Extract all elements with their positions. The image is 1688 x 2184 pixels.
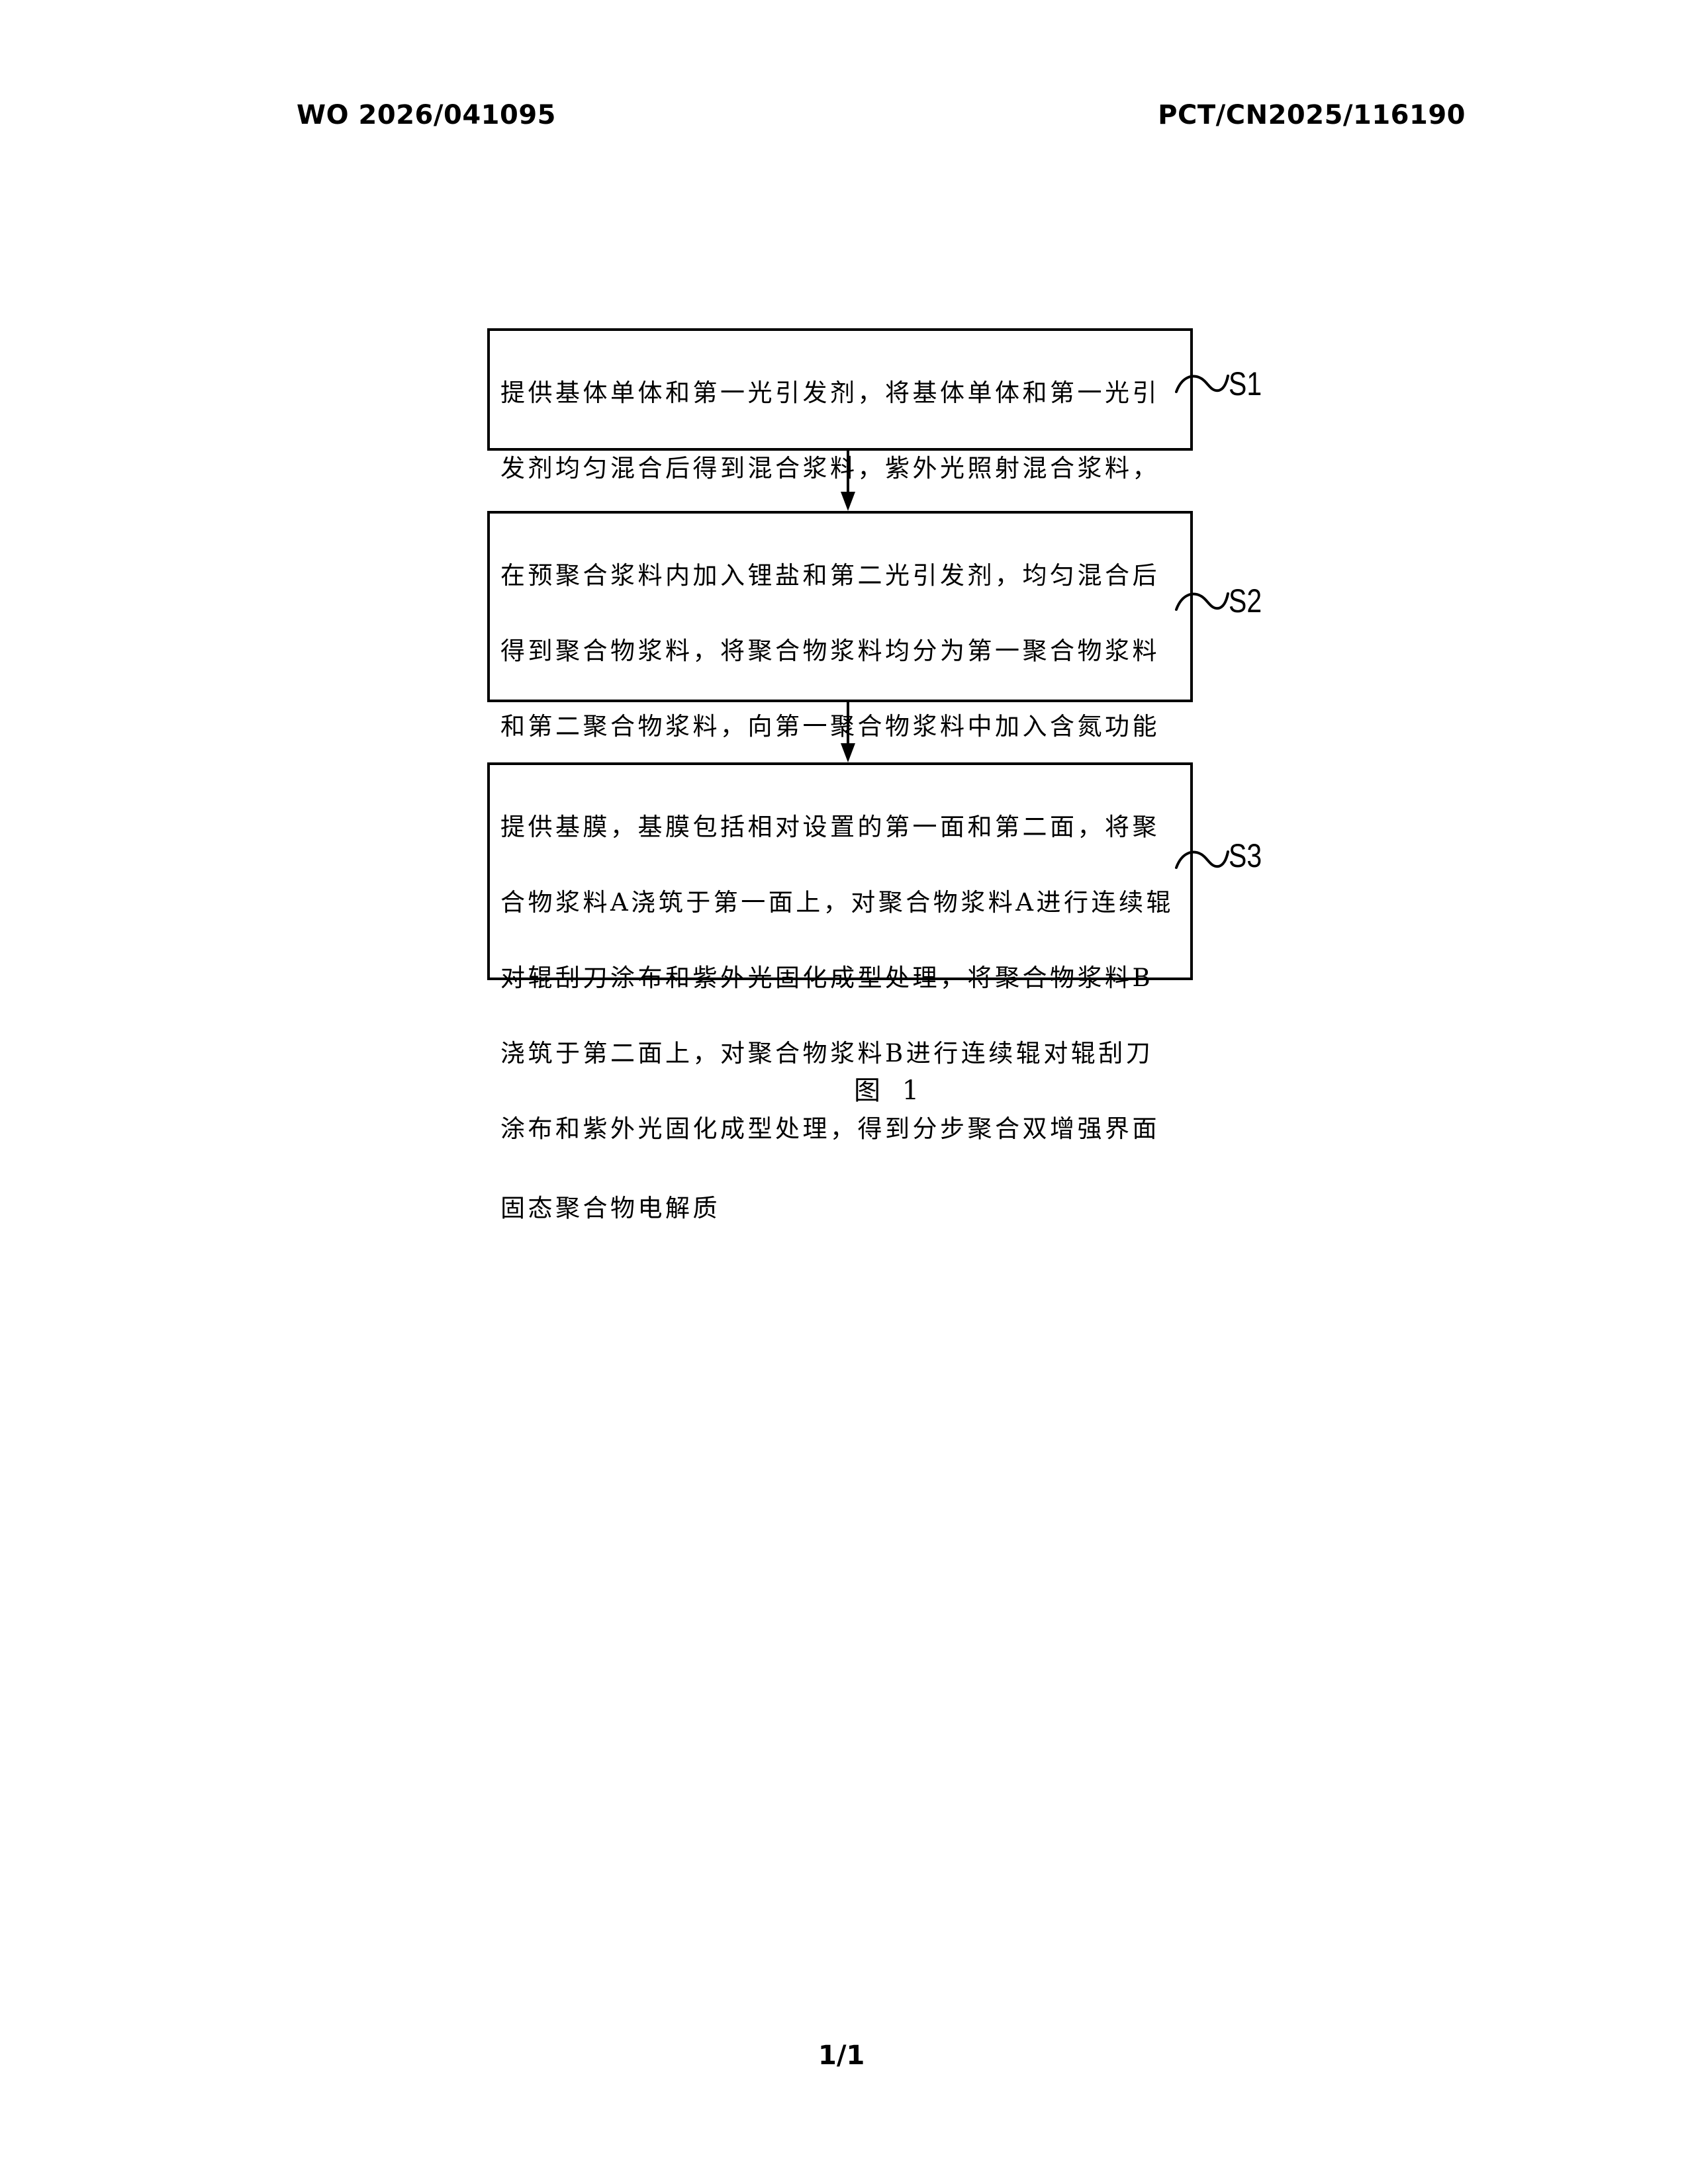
- step-label-s2: S2: [1229, 582, 1262, 619]
- step-s3-line-3: 对辊刮刀涂布和紫外光固化成型处理，将聚合物浆料B: [500, 964, 1154, 992]
- application-number: PCT/CN2025/116190: [1158, 100, 1466, 130]
- step-text-s3: 提供基膜，基膜包括相对设置的第一面和第二面，将聚 合物浆料A浇筑于第一面上，对聚…: [500, 770, 1182, 1265]
- step-s2-line-2: 得到聚合物浆料，将聚合物浆料均分为第一聚合物浆料: [500, 637, 1160, 665]
- tilde-leader-icon: [1175, 850, 1229, 869]
- figure-caption: 图 1: [854, 1075, 926, 1106]
- step-s1-line-2: 发剂均匀混合后得到混合浆料，紫外光照射混合浆料，: [500, 454, 1160, 482]
- tilde-leader-icon: [1175, 375, 1229, 393]
- step-s3-line-2: 合物浆料A浇筑于第一面上，对聚合物浆料A进行连续辊: [500, 888, 1174, 917]
- step-s3-line-1: 提供基膜，基膜包括相对设置的第一面和第二面，将聚: [500, 813, 1160, 841]
- step-s2-line-3: 和第二聚合物浆料，向第一聚合物浆料中加入含氮功能: [500, 712, 1160, 741]
- arrow-down-icon: [841, 451, 855, 511]
- page-number: 1/1: [818, 2040, 865, 2071]
- step-s3-line-5: 涂布和紫外光固化成型处理，得到分步聚合双增强界面: [500, 1115, 1160, 1143]
- arrow-down-icon: [841, 702, 855, 762]
- publication-number: WO 2026/041095: [297, 100, 556, 130]
- step-s2-line-1: 在预聚合浆料内加入锂盐和第二光引发剂，均匀混合后: [500, 561, 1160, 590]
- step-box-s3: 提供基膜，基膜包括相对设置的第一面和第二面，将聚 合物浆料A浇筑于第一面上，对聚…: [487, 762, 1193, 1222]
- step-s3-line-4: 浇筑于第二面上，对聚合物浆料B进行连续辊对辊刮刀: [500, 1039, 1154, 1068]
- step-s1-line-1: 提供基体单体和第一光引发剂，将基体单体和第一光引: [500, 379, 1160, 407]
- step-s3-line-6: 固态聚合物电解质: [500, 1194, 720, 1222]
- step-box-s1: 提供基体单体和第一光引发剂，将基体单体和第一光引 发剂均匀混合后得到混合浆料，紫…: [487, 328, 1193, 558]
- step-box-s2: 在预聚合浆料内加入锂盐和第二光引发剂，均匀混合后 得到聚合物浆料，将聚合物浆料均…: [487, 511, 1193, 895]
- tilde-leader-icon: [1175, 592, 1229, 611]
- step-label-s1: S1: [1229, 365, 1262, 402]
- step-label-s3: S3: [1229, 837, 1262, 874]
